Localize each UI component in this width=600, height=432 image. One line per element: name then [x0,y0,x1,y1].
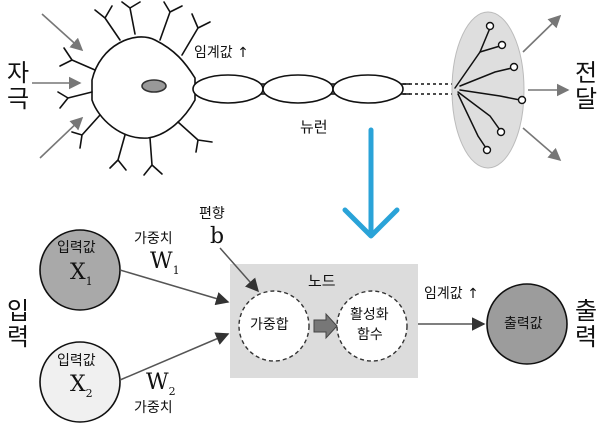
bias-label: 편향 [199,206,225,222]
neuron-cell-body [57,1,213,176]
neuron-label: 뉴런 [300,118,328,136]
input1-symbol: X1 [70,260,93,288]
bias-symbol: b [210,224,225,249]
weight1-subscript: 1 [172,264,180,277]
input1-subscript: 1 [85,275,93,288]
transition-arrow [342,127,400,239]
weight2-subscript: 2 [168,385,176,398]
axon [192,74,455,104]
up-arrow-icon: ↑ [232,45,249,61]
output-side-label: 출력 [574,297,598,351]
transmit-label: 전달 [574,59,598,113]
input1-title: 입력값 [57,240,96,256]
inner-arrow-icon [313,312,338,340]
weight2-symbol: W2 [146,370,176,398]
connection-arrows [119,247,486,381]
weight1-label: 가중치 [134,231,173,247]
up-arrow-icon: ↑ [462,286,479,302]
activation-label-line1: 활성화 [350,307,389,323]
neuron-threshold-label: 임계값 ↑ [194,45,249,61]
model-threshold-label: 임계값 ↑ [424,286,479,302]
weighted-sum-label: 가중합 [250,317,289,333]
stimulus-label: 자극 [6,59,30,113]
stimulus-arrows [32,13,84,159]
weighted-sum-circle [238,290,310,362]
activation-label-line2: 함수 [357,327,383,343]
axon-terminal-knobs [482,21,527,155]
activation-function-circle [336,290,408,362]
axon-terminal-branches [454,27,521,149]
input2-subscript: 2 [85,387,93,400]
weight1-symbol: W1 [150,249,180,277]
input2-circle [39,341,121,423]
output-circle [486,283,568,365]
input2-symbol: X2 [70,372,93,400]
axon-terminal [451,11,525,169]
weight2-label: 가중치 [134,400,173,416]
input2-title: 입력값 [57,353,96,369]
input-side-label: 입력 [6,297,30,351]
output-title: 출력값 [504,316,543,332]
node-title: 노드 [308,272,336,290]
transmit-arrows [522,14,570,162]
